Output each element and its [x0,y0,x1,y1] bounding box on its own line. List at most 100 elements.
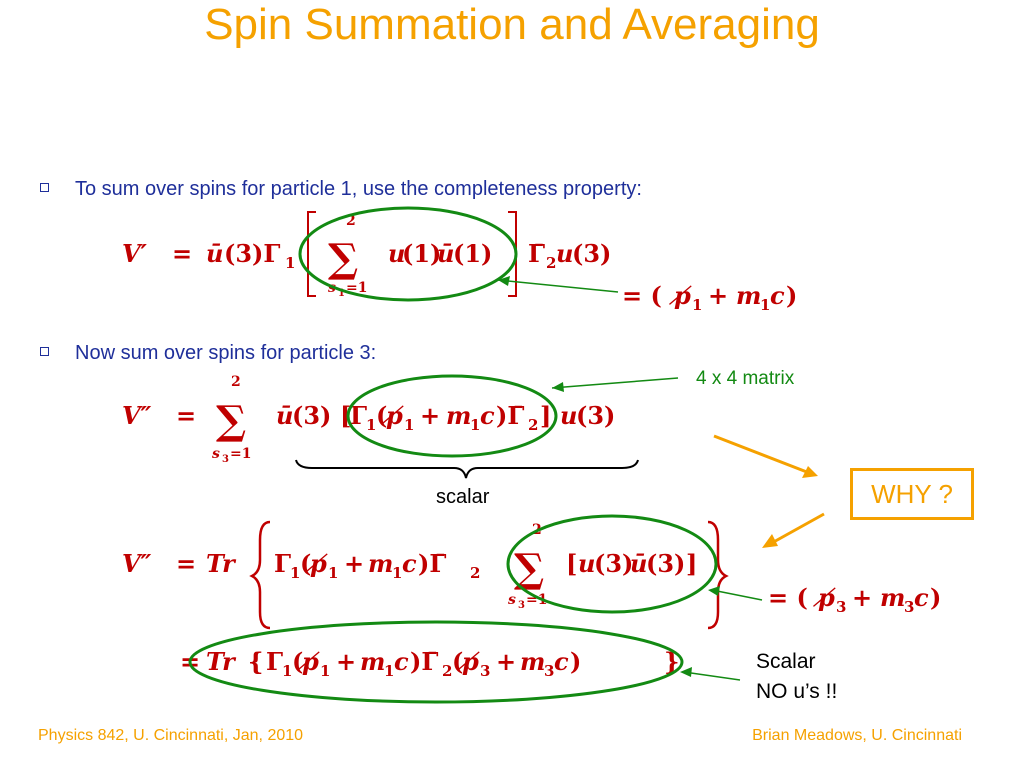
svg-text:u: u [560,401,577,430]
svg-text:(: ( [300,549,311,578]
svg-text:1: 1 [285,254,295,272]
svg-text:)Γ̄: )Γ̄ [418,549,446,578]
svg-text:Tr: Tr [206,549,237,578]
svg-text:2: 2 [470,564,480,582]
svg-text:3: 3 [836,598,846,616]
svg-text:+: + [708,281,728,310]
svg-text:Γ: Γ [266,647,283,676]
svg-text:(3)Γ: (3)Γ [224,239,280,268]
bullet-2-text: Now sum over spins for particle 3: [75,342,377,364]
svg-text:p̸: p̸ [297,647,320,676]
svg-text:{: { [248,647,263,676]
svg-text:): ) [570,647,581,676]
svg-text:c: c [554,647,569,676]
svg-text:(1): (1) [453,239,492,268]
svg-text:ū: ū [630,549,647,578]
svg-text:(: ( [292,647,303,676]
svg-text:ū: ū [437,239,454,268]
svg-text:1: 1 [760,296,770,314]
svg-text:m: m [880,583,905,612]
svg-text:]: ] [540,401,551,430]
why-arrows [713,434,825,548]
svg-text:(3): (3) [292,401,331,430]
svg-text:1: 1 [384,662,394,680]
svg-text:1: 1 [320,662,330,680]
svg-text:m: m [446,401,471,430]
svg-text:(1): (1) [402,239,441,268]
svg-text:3: 3 [544,662,554,680]
svg-text:3: 3 [222,454,229,465]
bullet-1-text: To sum over spins for particle 1, use th… [75,178,642,200]
svg-text:+: + [852,583,872,612]
svg-text:c: c [914,583,929,612]
svg-text:2: 2 [346,213,356,229]
svg-text:+: + [420,401,440,430]
svg-text:+: + [496,647,516,676]
svg-text:Γ̄: Γ̄ [528,239,545,268]
svg-text:u: u [578,549,595,578]
svg-text:): ) [930,583,941,612]
svg-text:V″: V″ [122,401,152,430]
svg-text:)Γ̄: )Γ̄ [496,401,524,430]
svg-text:(3): (3) [572,239,611,268]
svg-text:c: c [770,281,785,310]
equation-v-prime: V′ = ū (3)Γ 1 2 ∑ s 1 =1 u (1) ū (1) Γ̄ … [122,206,797,314]
svg-text:ū: ū [206,239,223,268]
matrix-note: 4 x 4 matrix [696,368,795,389]
svg-text:2: 2 [546,254,556,272]
svg-text:(3): (3) [576,401,615,430]
svg-text:= (: = ( [622,281,662,310]
svg-text:(: ( [376,401,387,430]
svg-text:1: 1 [290,564,300,582]
svg-text:p̸: p̸ [813,583,836,612]
svg-text:s: s [212,446,220,462]
scalar-note-line2: NO u’s !! [756,680,838,703]
svg-text:=1: =1 [230,446,251,462]
scalar-note-line1: Scalar [756,650,816,673]
svg-text:): ) [786,281,797,310]
svg-text:u: u [556,239,573,268]
svg-text:=: = [176,549,196,578]
slide-title: Spin Summation and Averaging [204,0,820,49]
svg-text:]: ] [686,549,697,578]
square-bullet-icon [40,347,49,357]
svg-text:2: 2 [528,416,538,434]
square-bullet-icon [40,183,49,193]
svg-text:(3): (3) [594,549,633,578]
svg-text:∑: ∑ [216,397,246,444]
svg-text:ū: ū [276,401,293,430]
svg-text:V″: V″ [122,549,152,578]
svg-text:m: m [520,647,545,676]
equation-trace: V″ = Tr Γ 1 ( p̸ 1 + m 1 c )Γ̄ 2 2 ∑ s 3… [122,514,941,630]
svg-text:3: 3 [518,600,525,611]
why-box: WHY ? [850,468,974,520]
svg-text:c: c [394,647,409,676]
svg-text:p̸: p̸ [305,549,328,578]
equation-trace-final: = Tr { Γ 1 ( p̸ 1 + m 1 c )Γ̄ 2 ( p̸ 3 +… [180,620,741,704]
svg-text:(: ( [452,647,463,676]
svg-text:1: 1 [338,288,345,299]
svg-text:3: 3 [480,662,490,680]
svg-text:Γ: Γ [274,549,291,578]
equation-v-double-prime: V″ = 2 ∑ s 3 =1 ū (3) [ Γ 1 ( p̸ 1 + m 1… [122,374,679,479]
svg-text:s: s [508,592,516,608]
svg-text:=: = [172,239,192,268]
svg-text:)Γ̄: )Γ̄ [410,647,438,676]
svg-text:1: 1 [282,662,292,680]
svg-text:1: 1 [392,564,402,582]
svg-text:[: [ [340,401,351,430]
svg-text:Tr: Tr [206,647,237,676]
svg-text:1: 1 [328,564,338,582]
bullet-1: To sum over spins for particle 1, use th… [40,178,642,201]
svg-text:V′: V′ [122,239,148,268]
footer-left: Physics 842, U. Cincinnati, Jan, 2010 [38,727,304,744]
svg-text:m: m [368,549,393,578]
svg-text:3: 3 [904,598,914,616]
svg-text:2: 2 [442,662,452,680]
svg-text:1: 1 [470,416,480,434]
svg-text:=: = [176,401,196,430]
svg-text:p̸: p̸ [669,281,692,310]
svg-text:1: 1 [692,296,702,314]
svg-text:p̸: p̸ [457,647,480,676]
